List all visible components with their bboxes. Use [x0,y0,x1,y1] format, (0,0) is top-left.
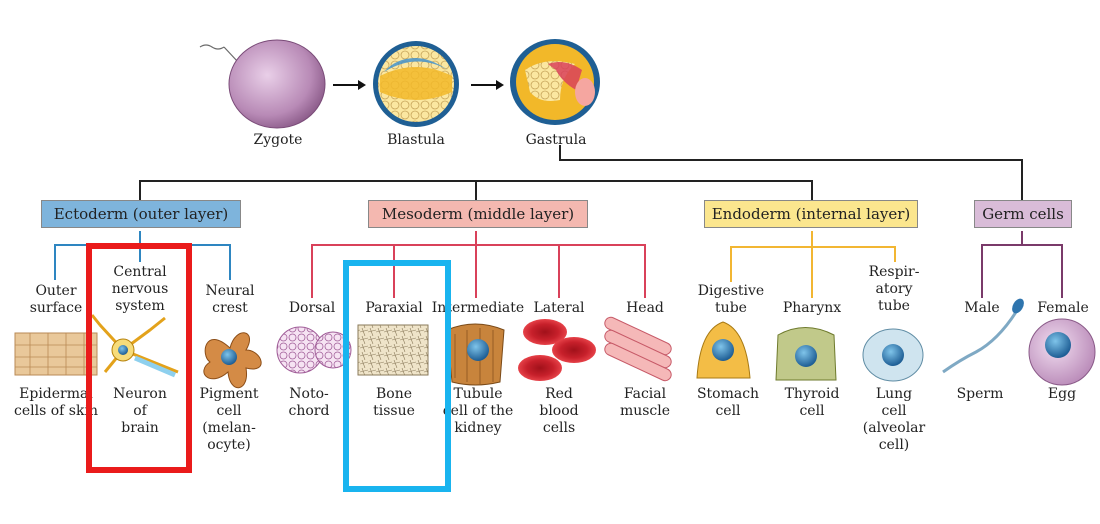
stomach-cell-illustration [696,321,751,379]
respiratory-tube-heading: Respir- atory tube [868,264,920,314]
blastula-label: Blastula [387,132,445,148]
neuron-of-brain-label: Neuron of brain [113,386,167,436]
head-heading: Head [626,300,664,316]
pharynx-heading: Pharynx [782,300,842,316]
germ-cells-header: Germ cells [974,200,1072,228]
pigment-cell-label: Pigment cell (melan- ocyte) [199,386,259,453]
endoderm-header: Endoderm (internal layer) [704,200,918,228]
lung-cell-label: Lung cell (alveolar cell) [862,386,926,453]
tree-connectors [54,145,1063,298]
zygote-label: Zygote [253,132,303,148]
red-blood-cells-illustration [518,319,596,381]
thyroid-cell-illustration [775,327,837,381]
blastula-illustration [373,41,459,127]
neuron-highlight-box [86,243,192,473]
neuron-illustration [90,314,179,378]
lung-cell-illustration [862,328,924,382]
gastrula-label: Gastrula [525,132,587,148]
outer-surface-heading: Outer surface [29,283,83,316]
facial-muscle-label: Facial muscle [619,386,671,419]
red-blood-cells-label: Red blood cells [539,386,579,436]
epidermal-cells-illustration [14,332,98,376]
intermediate-heading: Intermediate [431,300,525,316]
arrow-icon [471,80,504,90]
egg-illustration [1028,318,1096,386]
thyroid-cell-label: Thyroid cell [784,386,840,419]
bone-tissue-illustration [357,324,429,376]
sperm-label: Sperm [956,386,1004,402]
ectoderm-header: Ectoderm (outer layer) [41,200,241,228]
central-nervous-system-heading: Central nervous system [111,264,169,314]
paraxial-heading: Paraxial [365,300,423,316]
mesoderm-header: Mesoderm (middle layer) [368,200,588,228]
notochord-illustration [276,326,352,374]
bone-tissue-label: Bone tissue [373,386,415,419]
kidney-tubule-cell-illustration [446,323,505,386]
gastrula-illustration [510,39,600,125]
dorsal-heading: Dorsal [288,300,336,316]
arrow-icon [333,80,366,90]
sperm-illustration [942,298,1024,374]
egg-label: Egg [1047,386,1077,402]
digestive-tube-heading: Digestive tube [697,283,765,316]
male-heading: Male [964,300,1000,316]
pigment-cell-illustration [203,332,262,389]
lateral-heading: Lateral [533,300,585,316]
notochord-label: Noto- chord [288,386,330,419]
neural-crest-heading: Neural crest [205,283,255,316]
stomach-cell-label: Stomach cell [696,386,760,419]
female-heading: Female [1037,300,1089,316]
facial-muscle-illustration [604,316,672,382]
bone-tissue-highlight-box [343,260,451,492]
zygote-illustration [199,39,326,129]
